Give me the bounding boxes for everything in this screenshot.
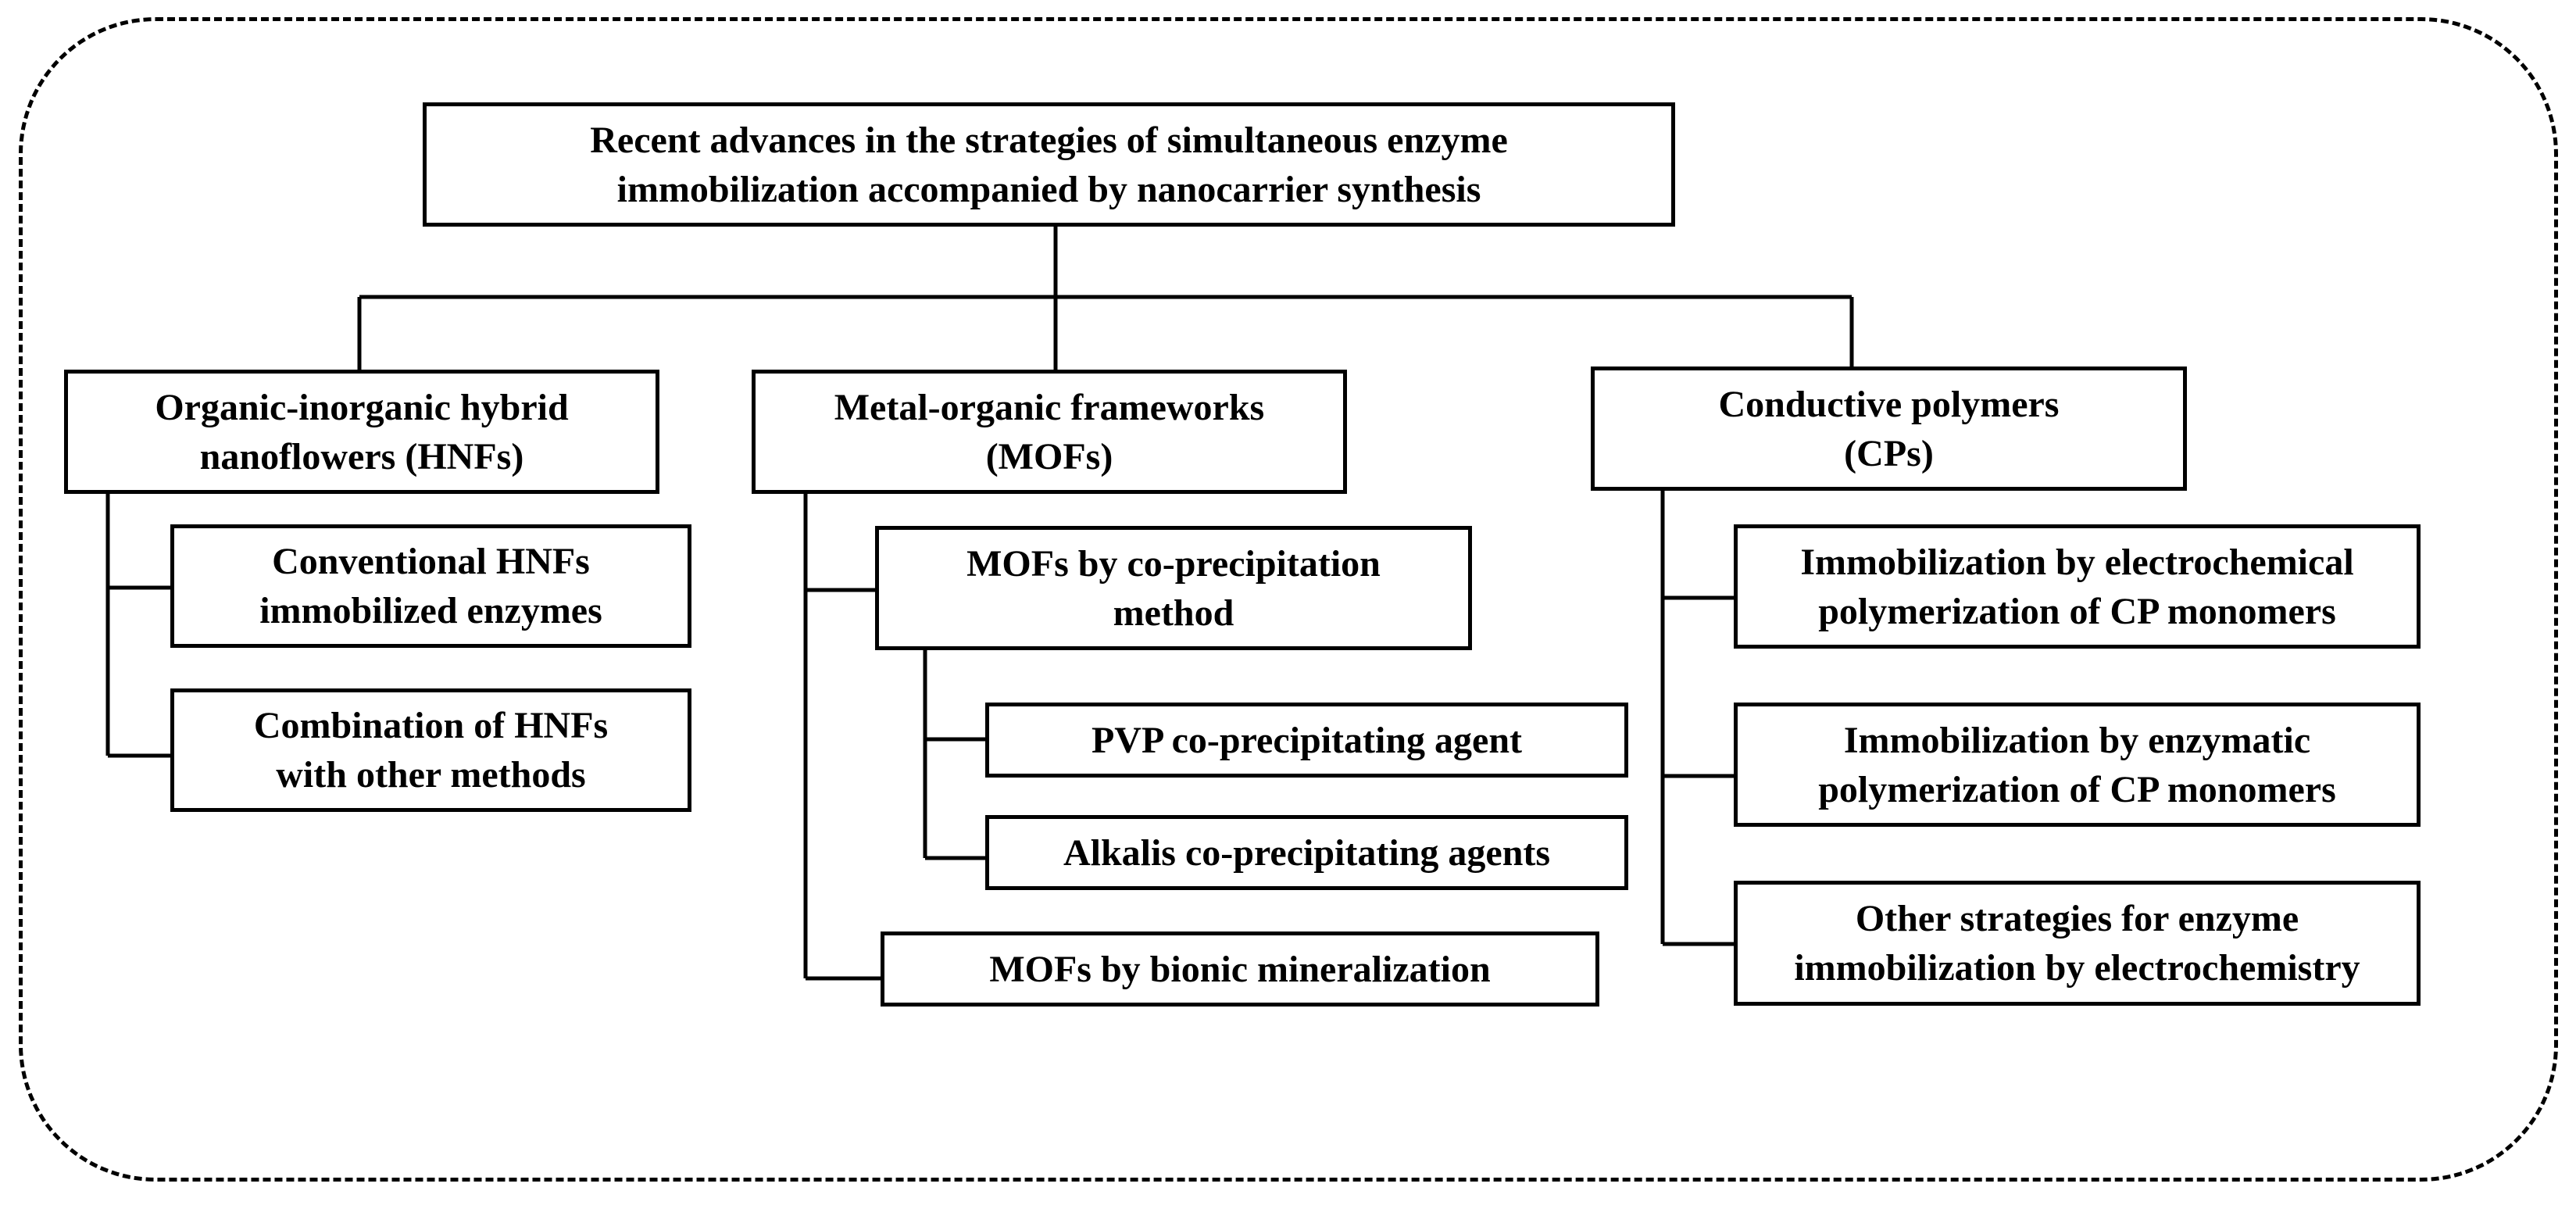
coprecip-child-label-1: PVP co-precipitating agent [1091,719,1523,761]
category-box-cps: Conductive polymers (CPs) [1591,367,2187,491]
cps-child-label-2: Immobilization by enzymatic polymerizati… [1818,719,2336,810]
category-box-hnfs: Organic-inorganic hybrid nanoflowers (HN… [64,370,659,494]
category-label-hnfs: Organic-inorganic hybrid nanoflowers (HN… [155,386,569,477]
cps-child-box-1: Immobilization by electrochemical polyme… [1734,524,2421,649]
dashed-outer-frame [19,17,2558,1182]
category-label-cps: Conductive polymers (CPs) [1718,383,2060,474]
hnfs-child-label-2: Combination of HNFs with other methods [253,705,609,796]
cps-child-box-2: Immobilization by enzymatic polymerizati… [1734,703,2421,827]
root-title-box: Recent advances in the strategies of sim… [423,102,1675,227]
category-box-mofs: Metal-organic frameworks (MOFs) [752,370,1347,494]
mofs-child-label-2: MOFs by bionic mineralization [989,948,1491,990]
hnfs-child-box-1: Conventional HNFs immobilized enzymes [170,524,691,648]
coprecip-child-box-2: Alkalis co-precipitating agents [985,815,1628,890]
hnfs-child-box-2: Combination of HNFs with other methods [170,688,691,812]
category-label-mofs: Metal-organic frameworks (MOFs) [834,386,1265,477]
coprecip-child-box-1: PVP co-precipitating agent [985,703,1628,778]
mofs-child-box-2: MOFs by bionic mineralization [881,931,1599,1007]
cps-child-label-3: Other strategies for enzyme immobilizati… [1794,898,2360,989]
cps-child-label-1: Immobilization by electrochemical polyme… [1800,541,2354,632]
mofs-child-box-1: MOFs by co-precipitation method [875,526,1472,650]
root-title-text: Recent advances in the strategies of sim… [590,119,1508,210]
cps-child-box-3: Other strategies for enzyme immobilizati… [1734,881,2421,1006]
mofs-child-label-1: MOFs by co-precipitation method [966,542,1381,634]
hnfs-child-label-1: Conventional HNFs immobilized enzymes [259,541,602,631]
coprecip-child-label-2: Alkalis co-precipitating agents [1063,831,1551,874]
